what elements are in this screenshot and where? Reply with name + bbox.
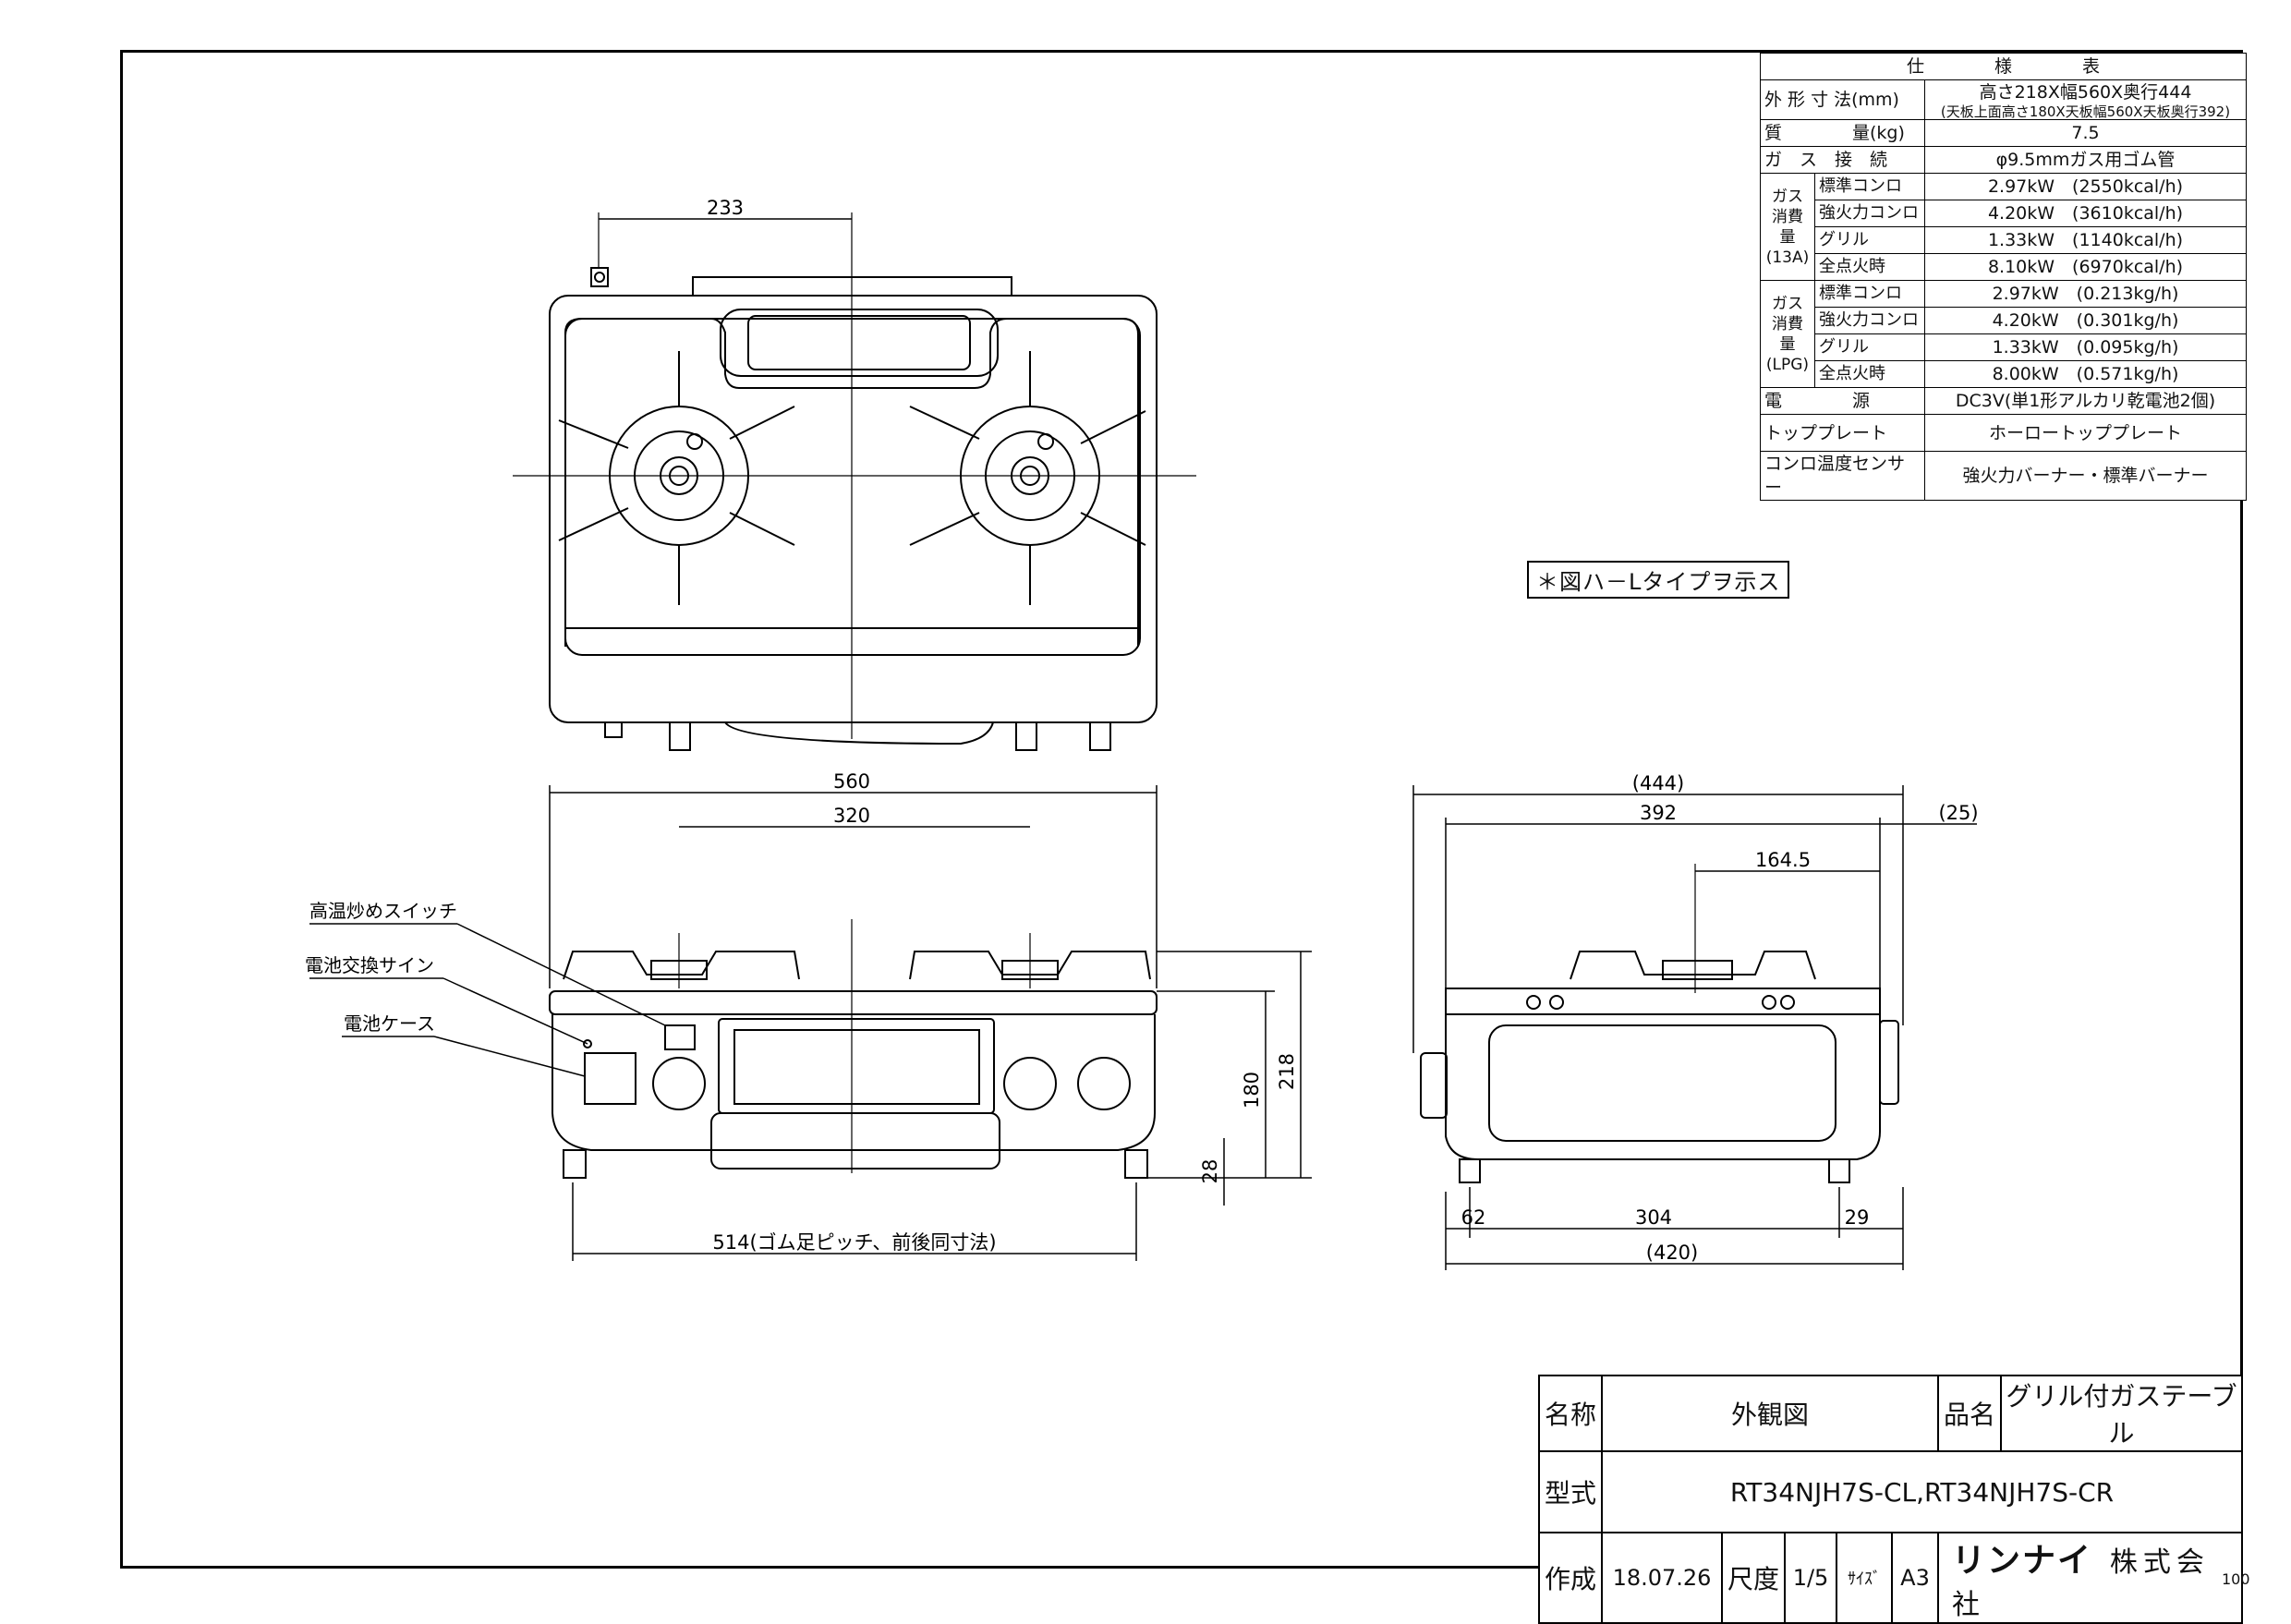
spec-topplate-value: ホーロートッププレート [1924,414,2247,452]
model-value: RT34NJH7S-CL,RT34NJH7S-CR [1601,1450,2243,1533]
spec-gas-conn-value: φ9.5mmガス用ゴム管 [1924,146,2247,174]
page-number: 100 [2222,1570,2250,1588]
spec-header: 仕 様 表 [1760,53,2247,80]
callout-battery-case: 電池ケース [344,1012,435,1035]
spec-lpg-value: 2.97kW (0.213kg/h) [1924,280,2247,308]
dim-444: (444) [1632,772,1684,794]
front-view [549,951,1158,1179]
dim-320: 320 [833,805,870,827]
scale-label: 尺度 [1721,1532,1786,1624]
company: リンナイ 株式会社 [1937,1532,2243,1624]
spec-lpg-label: 全点火時 [1814,360,1925,388]
dim-304: 304 [1635,1206,1672,1229]
spec-sensor-value: 強火力バーナー・標準バーナー [1924,451,2247,501]
spec-13a-label: 全点火時 [1814,253,1925,281]
dim-164-5: 164.5 [1755,849,1811,871]
spec-13a-label: 強火力コンロ [1814,200,1925,227]
spec-lpg-group: ガス消費量(LPG) [1760,280,1815,388]
spec-lpg-value: 1.33kW (0.095kg/h) [1924,333,2247,361]
made-value: 18.07.26 [1601,1532,1723,1624]
spec-13a-value: 2.97kW (2550kcal/h) [1924,173,2247,200]
callout-battery-sign: 電池交換サイン [305,954,434,976]
dim-392: 392 [1640,802,1677,824]
dim-180: 180 [1241,1072,1263,1109]
spec-power-label: 電 源 [1760,387,1925,415]
spec-13a-label: グリル [1814,226,1925,254]
spec-sensor-label: コンロ温度センサー [1760,451,1925,501]
dim-218: 218 [1276,1053,1298,1090]
note-l-type: ＊図ハ－Lタイプヲ示ス [1527,561,1790,599]
dim-233: 233 [707,197,744,219]
spec-mass-value: 7.5 [1924,119,2247,147]
dim-420: (420) [1646,1242,1698,1264]
spec-13a-group: ガス消費量(13A) [1760,173,1815,281]
spec-dim-label: 外 形 寸 法(mm) [1760,79,1925,120]
company-suffix: 株式会社 [1952,1546,2210,1621]
spec-13a-value: 1.33kW (1140kcal/h) [1924,226,2247,254]
dim-29: 29 [1845,1206,1870,1229]
spec-13a-value: 8.10kW (6970kcal/h) [1924,253,2247,281]
spec-lpg-value: 4.20kW (0.301kg/h) [1924,307,2247,334]
spec-13a-label: 標準コンロ [1814,173,1925,200]
company-logo: リンナイ [1952,1542,2093,1580]
dim-28: 28 [1199,1159,1221,1184]
spec-lpg-label: 強火力コンロ [1814,307,1925,334]
scale-value: 1/5 [1784,1532,1837,1624]
spec-lpg-label: 標準コンロ [1814,280,1925,308]
drawing-frame [120,50,2243,1569]
dim-25: (25) [1938,802,1978,824]
title-block: 名称 外観図 品名 グリル付ガステーブル 型式 RT34NJH7S-CL,RT3… [1538,1375,2243,1624]
size-value: A3 [1891,1532,1939,1624]
spec-mass-label: 質 量(kg) [1760,119,1925,147]
dim-62: 62 [1461,1206,1486,1229]
spec-13a-value: 4.20kW (3610kcal/h) [1924,200,2247,227]
spec-table: 仕 様 表 外 形 寸 法(mm) 高さ218X幅560X奥行444 (天板上面… [1760,53,2247,501]
callout-switch: 高温炒めスイッチ [309,900,457,922]
spec-topplate-label: トッププレート [1760,414,1925,452]
spec-power-value: DC3V(単1形アルカリ乾電池2個) [1924,387,2247,415]
product-value: グリル付ガステーブル [2000,1375,2243,1452]
spec-lpg-value: 8.00kW (0.571kg/h) [1924,360,2247,388]
spec-lpg-label: グリル [1814,333,1925,361]
product-label: 品名 [1937,1375,2002,1452]
dim-560: 560 [833,770,870,793]
top-view [549,267,1158,751]
model-label: 型式 [1538,1450,1603,1533]
spec-dim-value: 高さ218X幅560X奥行444 (天板上面高さ180X天板幅560X天板奥行3… [1924,79,2247,120]
side-view [1420,951,1899,1183]
name-label: 名称 [1538,1375,1603,1452]
size-label: ｻｲｽﾞ [1836,1532,1893,1624]
spec-gas-conn-label: ガ ス 接 続 [1760,146,1925,174]
name-value: 外観図 [1601,1375,1939,1452]
made-label: 作成 [1538,1532,1603,1624]
dim-514: 514(ゴム足ピッチ、前後同寸法) [712,1231,996,1254]
